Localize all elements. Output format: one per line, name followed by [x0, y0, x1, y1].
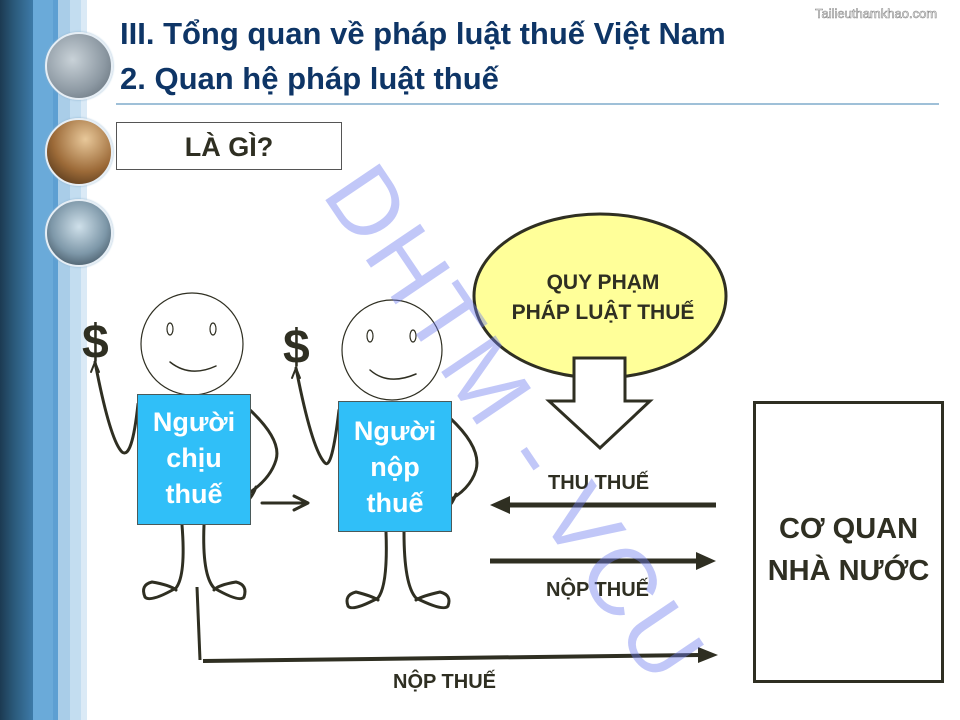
government-box: CƠ QUAN NHÀ NƯỚC — [753, 401, 944, 683]
question-box: LÀ GÌ? — [116, 122, 342, 170]
arrow-pay-tax — [490, 552, 716, 570]
government-label-line2: NHÀ NƯỚC — [767, 555, 930, 587]
government-label: CƠ QUAN NHÀ NƯỚC — [756, 508, 941, 592]
shirt-label: nộp — [370, 452, 420, 482]
title-divider — [116, 103, 939, 105]
photo-circle-business — [45, 199, 113, 267]
page-title-line1: III. Tổng quan về pháp luật thuế Việt Na… — [120, 16, 726, 51]
sidebar-stripe-dark — [0, 0, 33, 720]
pay-tax-label: NỘP THUẾ — [546, 579, 649, 601]
photo-circle-office — [45, 118, 113, 186]
photo-circle-phone — [45, 32, 113, 100]
shirt-label: thuế — [165, 479, 223, 509]
shirt-label: Người — [353, 416, 437, 446]
shirt-label: chịu — [166, 443, 222, 473]
question-label: LÀ GÌ? — [184, 132, 274, 162]
dollar-icon: $ — [283, 321, 310, 374]
government-label-line1: CƠ QUAN — [778, 513, 919, 545]
shirt-label: Người — [152, 407, 236, 437]
down-arrow-icon — [545, 356, 654, 451]
arrow-collect-tax — [490, 496, 716, 514]
shirt-label: thuế — [366, 488, 424, 518]
arrow-pay-tax-direct — [195, 586, 718, 663]
law-bubble — [472, 212, 728, 380]
shirt-taxbearer: Người chịu thuế — [137, 394, 251, 525]
sidebar-stripe — [81, 0, 87, 720]
dollar-icon: $ — [82, 316, 109, 369]
law-bubble-line2: PHÁP LUẬT THUẾ — [511, 301, 695, 324]
collect-tax-label: THU THUẾ — [548, 472, 650, 494]
page-title-line2: 2. Quan hệ pháp luật thuế — [120, 61, 499, 96]
sidebar-stripe — [33, 0, 53, 720]
sidebar-stripe — [70, 0, 81, 720]
sidebar-stripe — [53, 0, 58, 720]
site-watermark: Tailieuthamkhao.com — [815, 6, 938, 22]
pay-tax-direct-label: NỘP THUẾ — [393, 671, 496, 693]
arrow-transfer — [260, 494, 310, 512]
shirt-taxpayer: Người nộp thuế — [338, 401, 452, 532]
law-bubble-line1: QUY PHẠM — [546, 271, 660, 294]
